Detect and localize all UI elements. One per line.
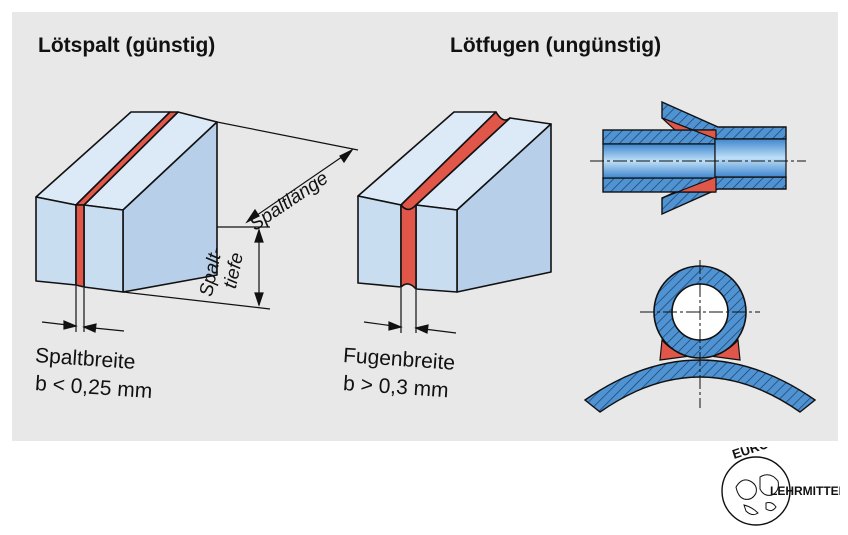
pipe-joint-diagram xyxy=(590,100,806,216)
tube-on-sheet-diagram xyxy=(583,260,817,413)
spaltlaenge-dimension xyxy=(216,121,359,228)
logo-text-lehrmittel: LEHRMITTEL xyxy=(770,484,840,498)
fugenbreite-dimension xyxy=(363,288,457,334)
spaltbreite-dimension xyxy=(41,286,125,333)
spalttiefe-dimension xyxy=(122,228,271,310)
globe-icon: EUROPA LEHRMITTEL xyxy=(721,431,846,526)
title-loetfugen: Lötfugen (ungünstig) xyxy=(450,34,662,57)
europa-lehrmittel-logo: EUROPA LEHRMITTEL xyxy=(714,431,846,529)
title-loetspalt: Lötspalt (günstig) xyxy=(38,34,216,57)
gap-block-left xyxy=(35,111,218,293)
joint-block-middle xyxy=(357,111,552,293)
